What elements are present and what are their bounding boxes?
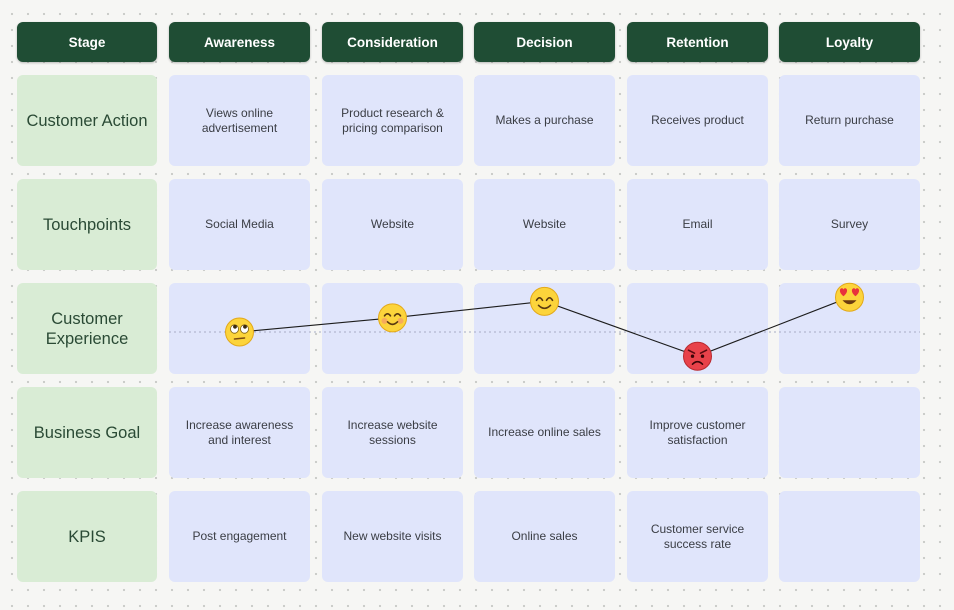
card-text: Email (682, 217, 713, 231)
card-experience-retention (627, 283, 768, 374)
card-action-retention: Receives product (627, 75, 768, 166)
row-label-business-goal: Business Goal (17, 387, 157, 478)
header-awareness: Awareness (169, 22, 310, 62)
card-text: Survey (830, 217, 869, 231)
card-kpi-consideration: New website visits (322, 491, 463, 582)
card-goal-loyalty (779, 387, 920, 478)
card-text: Post engagement (192, 529, 287, 543)
card-text: Product research & pricing comparison (341, 105, 444, 135)
card-text: Return purchase (805, 113, 894, 127)
card-touchpoint-awareness: Social Media (169, 179, 310, 270)
row-label-touchpoints: Touchpoints (17, 179, 157, 270)
card-kpi-loyalty (779, 491, 920, 582)
card-goal-decision: Increase online sales (474, 387, 615, 478)
header-stage-name: Awareness (203, 34, 276, 50)
header-stage-name: Loyalty (825, 34, 874, 50)
card-goal-awareness: Increase awareness and interest (169, 387, 310, 478)
card-kpi-awareness: Post engagement (169, 491, 310, 582)
card-action-awareness: Views online advertisement (169, 75, 310, 166)
header-loyalty: Loyalty (779, 22, 920, 62)
header-consideration: Consideration (322, 22, 463, 62)
card-text: Improve customer satisfaction (649, 417, 746, 447)
card-kpi-retention: Customer service success rate (627, 491, 768, 582)
card-action-consideration: Product research & pricing comparison (322, 75, 463, 166)
row-label-text: Customer Experience (45, 309, 129, 348)
row-label-text: Touchpoints (42, 215, 132, 234)
card-touchpoint-retention: Email (627, 179, 768, 270)
header-stage: Stage (17, 22, 157, 62)
card-experience-consideration (322, 283, 463, 374)
row-label-text: Customer Action (26, 111, 148, 130)
header-stage-name: Retention (666, 34, 729, 50)
header-stage-label: Stage (68, 34, 106, 50)
row-label-customer-experience: Customer Experience (17, 283, 157, 374)
card-goal-consideration: Increase website sessions (322, 387, 463, 478)
card-text: Social Media (205, 217, 274, 231)
row-label-customer-action: Customer Action (17, 75, 157, 166)
card-touchpoint-consideration: Website (322, 179, 463, 270)
card-text: Online sales (511, 529, 578, 543)
row-label-text: Business Goal (33, 423, 141, 442)
header-decision: Decision (474, 22, 615, 62)
header-retention: Retention (627, 22, 768, 62)
card-text: Website (522, 217, 567, 231)
card-experience-loyalty (779, 283, 920, 374)
row-label-text: KPIS (68, 527, 106, 546)
card-action-decision: Makes a purchase (474, 75, 615, 166)
card-text: Makes a purchase (495, 113, 594, 127)
card-text: Website (370, 217, 415, 231)
card-text: Increase awareness and interest (185, 417, 294, 447)
card-goal-retention: Improve customer satisfaction (627, 387, 768, 478)
header-stage-name: Decision (516, 34, 573, 50)
card-text: New website visits (343, 529, 442, 543)
card-experience-decision (474, 283, 615, 374)
row-label-kpis: KPIS (17, 491, 157, 582)
card-kpi-decision: Online sales (474, 491, 615, 582)
card-text: Customer service success rate (650, 521, 745, 551)
card-touchpoint-loyalty: Survey (779, 179, 920, 270)
card-text: Views online advertisement (201, 105, 278, 135)
card-text: Increase online sales (488, 425, 601, 439)
card-text: Increase website sessions (347, 417, 438, 447)
card-text: Receives product (651, 113, 744, 127)
card-touchpoint-decision: Website (474, 179, 615, 270)
card-experience-awareness (169, 283, 310, 374)
card-action-loyalty: Return purchase (779, 75, 920, 166)
header-stage-name: Consideration (347, 34, 438, 50)
